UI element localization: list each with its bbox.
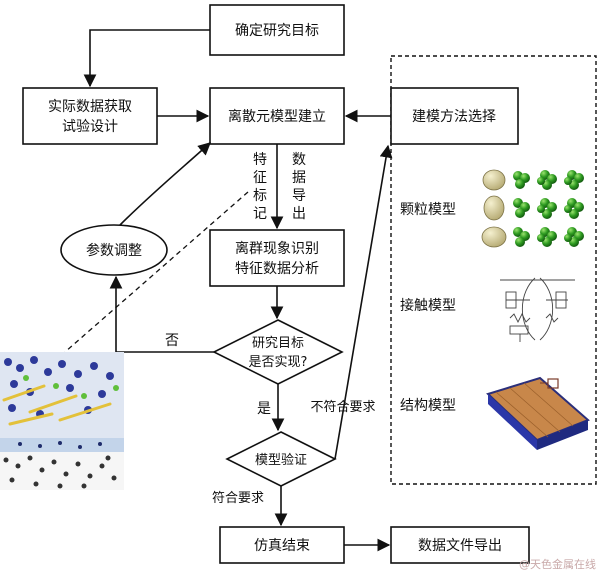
dashed-leader-line (64, 191, 249, 353)
svg-text:据: 据 (292, 170, 306, 186)
goal-node: 确定研究目标 (209, 4, 345, 56)
analysis-label-line1: 离群现象识别 (235, 240, 319, 257)
params-node: 参数调整 (60, 224, 168, 276)
structure-model-label: 结构模型 (400, 398, 456, 414)
beige-particle-1 (482, 169, 506, 191)
end-label: 仿真结束 (254, 538, 310, 554)
analysis-label-line2: 特征数据分析 (235, 261, 319, 277)
experiment-node: 实际数据获取 试验设计 (22, 87, 158, 145)
beige-particle-2 (483, 195, 505, 221)
edge-validate-to-method (334, 144, 393, 460)
svg-text:数: 数 (292, 152, 306, 168)
decision-label-line2: 是否实现? (249, 355, 308, 370)
contact-model-illustration (500, 277, 575, 342)
yes-label: 是 (257, 401, 271, 417)
feature-mark-label: 特 征 标 记 (253, 152, 267, 222)
svg-text:导: 导 (292, 188, 306, 204)
analysis-node: 离群现象识别 特征数据分析 (209, 229, 345, 287)
goal-label: 确定研究目标 (235, 23, 319, 39)
decision-node: 研究目标 是否实现? (212, 319, 344, 385)
dem-label: 离散元模型建立 (228, 108, 326, 125)
experiment-label-line2: 试验设计 (62, 119, 118, 135)
modeling-method-panel (390, 55, 597, 485)
svg-text:标: 标 (253, 188, 267, 204)
export-label: 数据文件导出 (418, 538, 502, 554)
no-label: 否 (165, 333, 179, 349)
beige-particle-3 (481, 226, 507, 248)
svg-text:特: 特 (253, 152, 267, 168)
params-label: 参数调整 (86, 242, 142, 259)
particle-model-illustration (481, 169, 584, 248)
end-node: 仿真结束 (219, 526, 345, 564)
method-node: 建模方法选择 (390, 87, 519, 145)
contact-model-label: 接触模型 (400, 297, 456, 314)
export-node: 数据文件导出 (390, 526, 530, 564)
method-label: 建模方法选择 (412, 109, 496, 125)
particle-model-label: 颗粒模型 (400, 202, 456, 218)
edge-goal-to-experiment (83, 29, 210, 88)
data-export-label: 数 据 导 出 (292, 152, 306, 222)
svg-text:出: 出 (292, 206, 306, 222)
validate-node: 模型验证 (225, 431, 337, 487)
meet-label: 符合要求 (212, 490, 264, 506)
decision-label-line1: 研究目标 (252, 336, 304, 351)
green-cluster-grid (513, 170, 584, 247)
not-meet-label: 不符合要求 (310, 399, 375, 415)
svg-text:征: 征 (253, 170, 267, 186)
edge-params-to-dem (119, 142, 211, 226)
experiment-label-line1: 实际数据获取 (48, 99, 132, 115)
svg-text:记: 记 (253, 206, 267, 222)
structure-model-illustration (486, 376, 590, 450)
watermark-text: @天色金属在线 (519, 557, 596, 571)
dem-node: 离散元模型建立 (209, 87, 345, 145)
simulation-snapshot-image (0, 352, 124, 490)
validate-label: 模型验证 (255, 452, 307, 468)
